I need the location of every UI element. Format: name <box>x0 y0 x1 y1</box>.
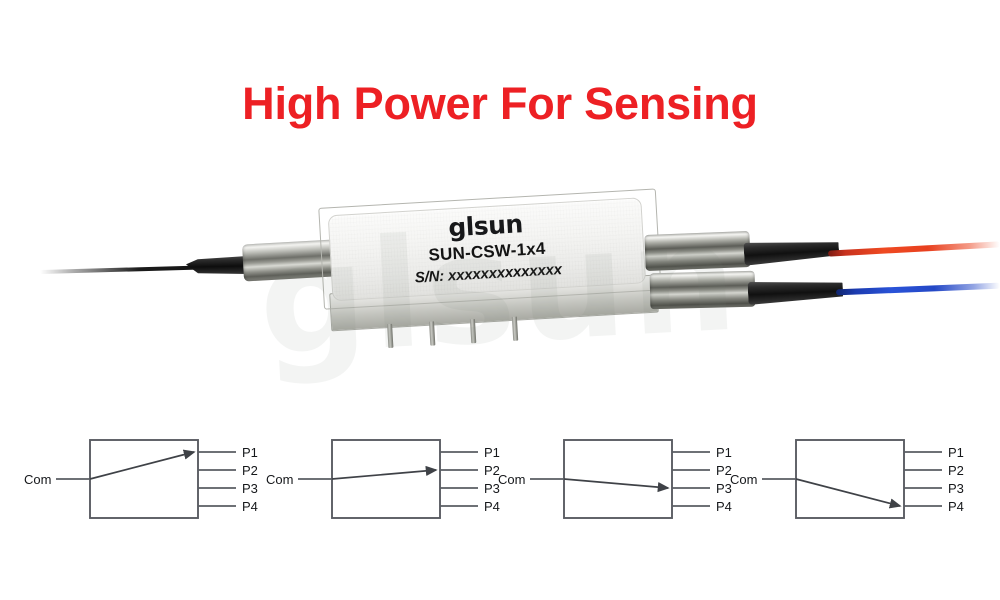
port-label-p2: P2 <box>242 463 258 478</box>
port-label-p3: P3 <box>716 481 732 496</box>
common-port-label: Com <box>266 472 293 487</box>
common-port-label: Com <box>24 472 51 487</box>
port-label-p2: P2 <box>948 463 964 478</box>
output-fiber-boot-lower <box>748 278 844 305</box>
port-label-p1: P1 <box>484 445 500 460</box>
pin <box>387 323 394 349</box>
port-label-p1: P1 <box>716 445 732 460</box>
output-fiber-blue <box>835 282 1000 296</box>
active-route-to-p1 <box>89 449 196 480</box>
output-metal-sleeve-lower <box>649 270 756 310</box>
port-label-p4: P4 <box>716 499 732 514</box>
active-route-to-p3 <box>563 478 670 493</box>
output-fiber-red <box>827 241 1000 257</box>
product-label: glsun SUN-CSW-1x4 S/N: xxxxxxxxxxxxxx <box>327 197 647 302</box>
port-label-p4: P4 <box>948 499 964 514</box>
port-label-p3: P3 <box>242 481 258 496</box>
port-label-p3: P3 <box>948 481 964 496</box>
port-label-p1: P1 <box>242 445 258 460</box>
output-metal-sleeve-upper <box>644 230 751 272</box>
port-label-p4: P4 <box>242 499 258 514</box>
output-fiber-boot-upper <box>743 237 839 266</box>
switch-box-outline <box>563 439 673 519</box>
port-label-p1: P1 <box>948 445 964 460</box>
page-title: High Power For Sensing <box>242 78 758 129</box>
active-route-to-p2 <box>331 465 438 480</box>
port-label-p3: P3 <box>484 481 500 496</box>
switch-body-top-face: glsun SUN-CSW-1x4 S/N: xxxxxxxxxxxxxx <box>318 188 662 310</box>
switch-box-outline <box>331 439 441 519</box>
switch-box-outline <box>795 439 905 519</box>
common-port-label: Com <box>498 472 525 487</box>
switch-box-outline <box>89 439 199 519</box>
common-port-label: Com <box>730 472 757 487</box>
pin <box>428 321 436 346</box>
product-photo: glsun SUN-CSW-1x4 S/N: xxxxxxxxxxxxxx gl… <box>0 180 1000 400</box>
port-label-p2: P2 <box>716 463 732 478</box>
active-route-to-p4 <box>795 478 902 509</box>
pin <box>470 319 477 344</box>
port-label-p2: P2 <box>484 463 500 478</box>
port-label-p4: P4 <box>484 499 500 514</box>
switch-body: glsun SUN-CSW-1x4 S/N: xxxxxxxxxxxxxx <box>318 188 665 349</box>
